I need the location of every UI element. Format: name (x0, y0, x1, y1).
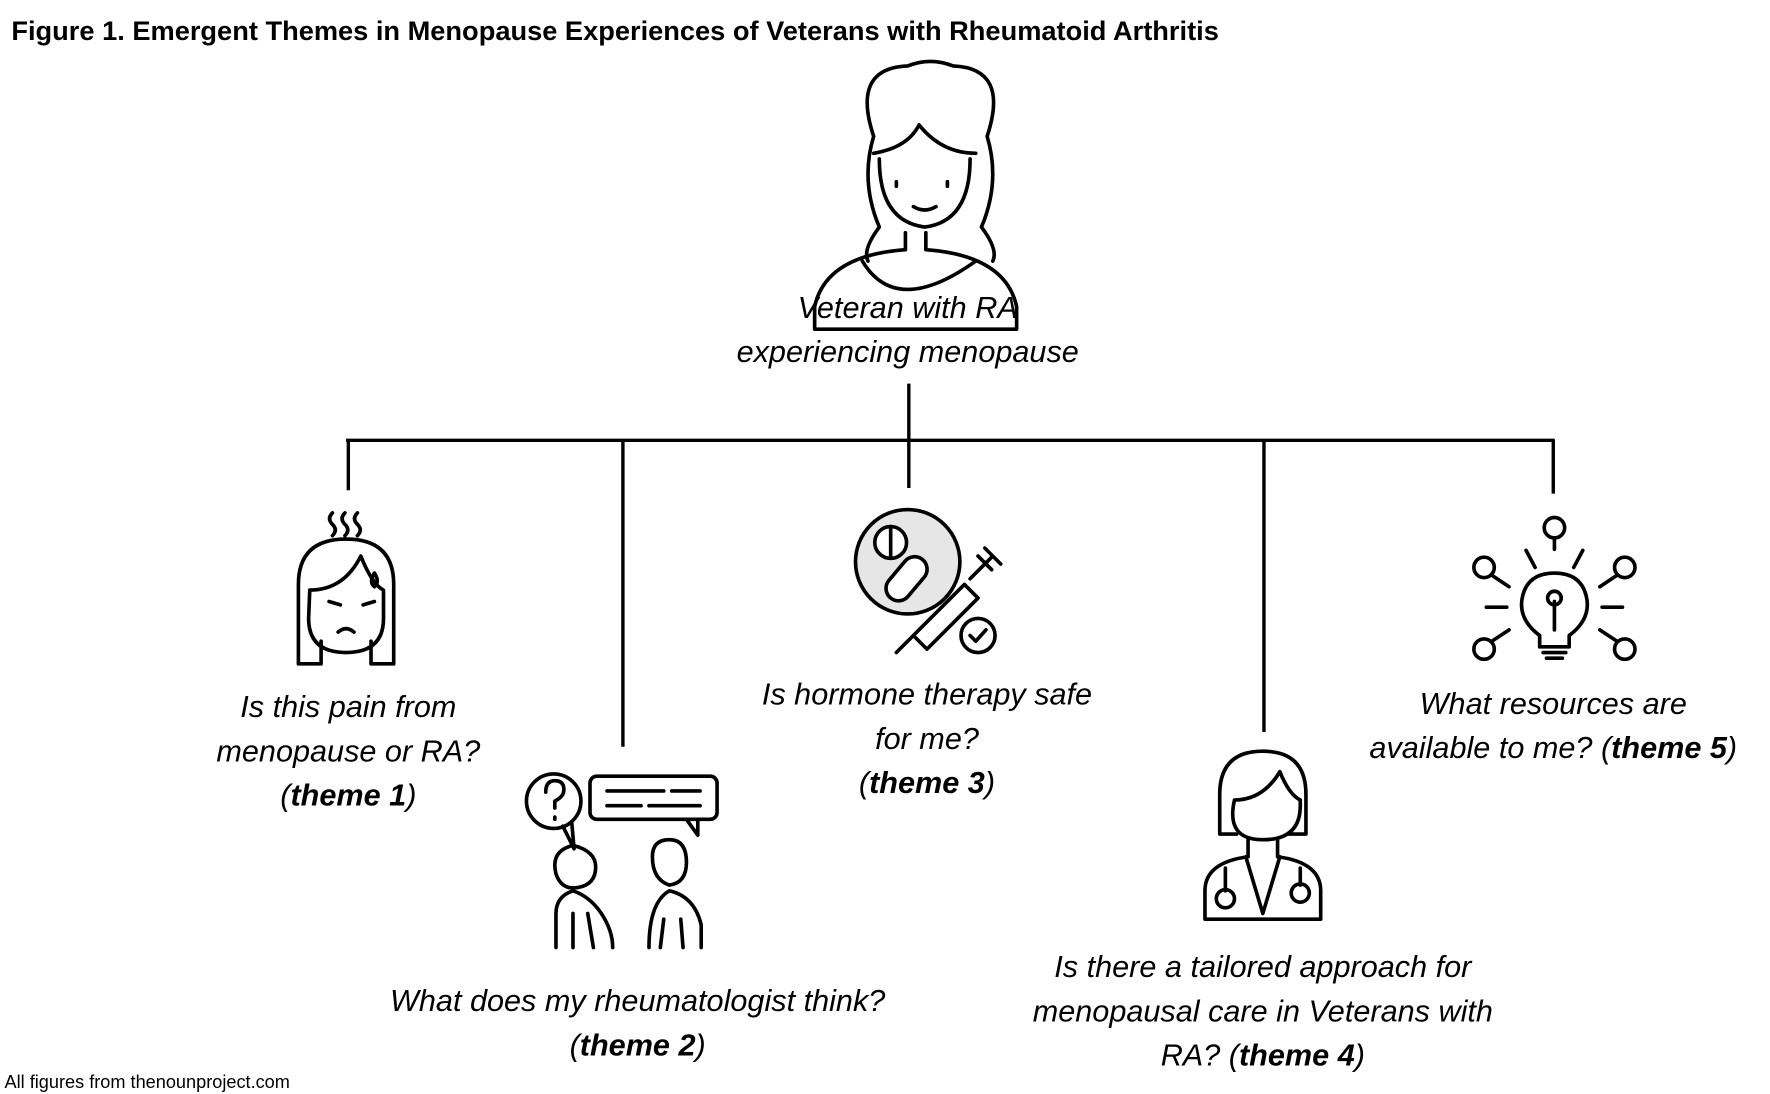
theme-5-label: theme 5 (1611, 731, 1728, 765)
lightbulb-icon (1472, 515, 1637, 662)
theme-4-line2: menopausal care in Veterans with (1033, 994, 1493, 1028)
figure-title: Figure 1. Emergent Themes in Menopause E… (11, 15, 1218, 46)
theme-3-tag: (theme 3) (859, 766, 995, 800)
theme-3-line2: for me? (875, 722, 979, 756)
theme-5-line2: available to me? (1369, 731, 1592, 765)
theme-4-tag: RA? (theme 4) (1161, 1039, 1365, 1073)
theme-2-tag: (theme 2) (570, 1028, 706, 1062)
hot-flash-woman-icon (296, 511, 396, 666)
theme-2-line1: What does my rheumatologist think? (390, 984, 885, 1018)
theme-2-label: theme 2 (580, 1028, 696, 1062)
conversation-icon (524, 772, 719, 950)
footnote: All figures from thenounproject.com (5, 1072, 290, 1092)
theme-4-line3: RA? (1161, 1039, 1221, 1073)
theme-1-label: theme 1 (290, 779, 406, 813)
theme-5-line1: What resources are (1420, 687, 1687, 721)
theme-3-line1: Is hormone therapy safe (762, 678, 1092, 712)
medication-syringe-icon (853, 507, 1003, 655)
theme-4-label: theme 4 (1239, 1039, 1355, 1073)
theme-1-line1: Is this pain from (240, 690, 456, 724)
theme-5-tag: available to me? (theme 5) (1369, 731, 1737, 765)
root-label-line1: Veteran with RA (798, 291, 1018, 325)
theme-4-line1: Is there a tailored approach for (1054, 950, 1473, 984)
root-label-line2: experiencing menopause (737, 335, 1079, 369)
tree-connectors (346, 383, 1555, 747)
theme-1-tag: (theme 1) (280, 779, 416, 813)
doctor-icon (1203, 749, 1323, 921)
woman-icon (812, 59, 1019, 331)
theme-3-label: theme 3 (869, 766, 985, 800)
theme-1-line2: menopause or RA? (216, 734, 480, 768)
